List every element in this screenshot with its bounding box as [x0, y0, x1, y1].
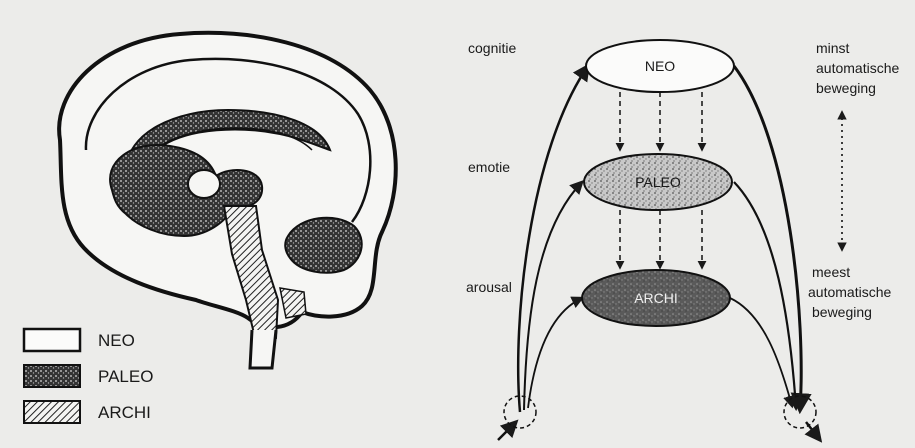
ascending-arrow-outer — [518, 66, 588, 412]
legend-swatch-neo — [24, 329, 80, 351]
scale-bottom-line-2: automatische — [808, 284, 891, 300]
legend-label-archi: ARCHI — [98, 403, 151, 422]
legend-swatch-archi — [24, 401, 80, 423]
ascending-arrow-inner — [528, 298, 582, 408]
level-label-emotie: emotie — [468, 159, 510, 175]
flow-diagram: NEO PALEO ARCHI cognitie emotie arousal … — [466, 40, 899, 440]
legend: NEO PALEO ARCHI — [24, 329, 153, 423]
scale-top-line-1: minst — [816, 40, 850, 56]
spinal-cord — [250, 330, 276, 368]
cerebellum — [285, 218, 362, 273]
output-arrow — [806, 422, 820, 440]
scale-bottom-line-3: beweging — [812, 304, 872, 320]
scale-top-line-2: automatische — [816, 60, 899, 76]
scale-top-line-3: beweging — [816, 80, 876, 96]
brain-illustration — [59, 33, 396, 368]
node-neo-label: NEO — [645, 58, 675, 74]
node-paleo-label: PALEO — [635, 174, 681, 190]
legend-swatch-paleo — [24, 365, 80, 387]
legend-label-neo: NEO — [98, 331, 135, 350]
level-label-cognitie: cognitie — [468, 40, 516, 56]
node-archi-label: ARCHI — [634, 290, 678, 306]
legend-label-paleo: PALEO — [98, 367, 153, 386]
dashed-arrows-neo-paleo — [620, 92, 702, 150]
dashed-arrows-paleo-archi — [620, 210, 702, 268]
level-label-arousal: arousal — [466, 279, 512, 295]
descending-arrow-inner — [730, 298, 792, 406]
scale-bottom-line-1: meest — [812, 264, 850, 280]
input-arrow — [498, 422, 516, 440]
